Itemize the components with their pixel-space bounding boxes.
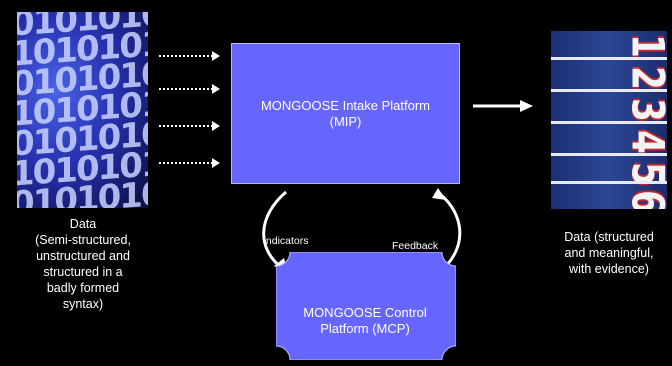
lane-number: 4 [621, 130, 667, 154]
binary-digits: 01010101 10101010 01010101 10101010 0101… [17, 12, 148, 208]
binary-data-image: 01010101 10101010 01010101 10101010 0101… [17, 12, 148, 208]
input-arrow-4 [159, 158, 220, 168]
mcp-box [276, 252, 456, 360]
lane-number: 6 [621, 190, 667, 209]
indicators-label: Indicators [263, 235, 309, 247]
left-data-caption: Data (Semi-structured, unstructured and … [35, 217, 131, 311]
mcp-label: MONGOOSE Control Platform (MCP) [303, 305, 427, 336]
output-arrow [473, 100, 533, 112]
input-arrow-3 [159, 121, 220, 131]
right-data-caption: Data (structured and meaningful, with ev… [564, 230, 654, 276]
input-arrow-2 [159, 84, 220, 94]
feedback-label: Feedback [392, 240, 439, 252]
lane-numbers-image: 1 2 3 4 5 6 [551, 31, 667, 209]
lane-number: 3 [621, 98, 667, 122]
feedback-arrow [439, 192, 462, 272]
mip-label: MONGOOSE Intake Platform (MIP) [260, 97, 431, 129]
indicators-arrow [262, 190, 287, 270]
input-arrow-1 [159, 51, 220, 61]
lane-number: 2 [621, 66, 667, 90]
mip-box: MONGOOSE Intake Platform (MIP) [231, 43, 460, 184]
lane-number: 1 [621, 34, 667, 58]
